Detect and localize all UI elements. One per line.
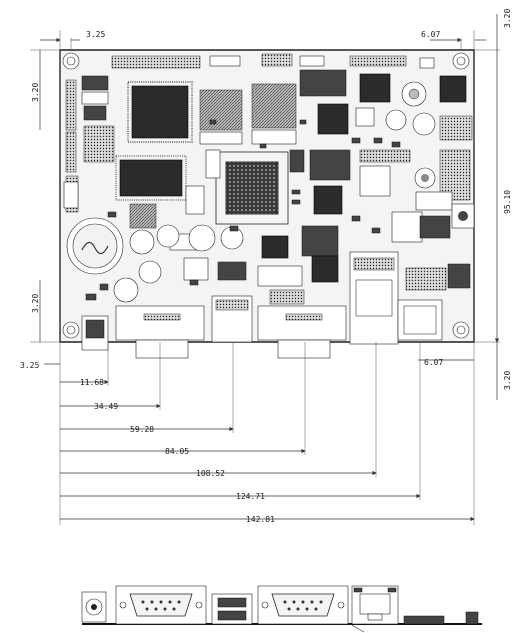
serial-port-2-front (257, 585, 349, 625)
dim-chain-2: 34.49 (94, 402, 118, 411)
dim-left-vertical-top: 3.20 (31, 83, 40, 102)
edge-connectors (81, 251, 443, 359)
side-view (81, 585, 482, 633)
memory-chip-2 (251, 83, 297, 129)
cpu-chip (131, 85, 189, 139)
dim-left-vertical-bottom: 3.20 (31, 294, 40, 313)
memory-chip-1 (199, 89, 243, 131)
dim-right-height: 95.10 (503, 190, 512, 214)
dim-top-right-vertical: 3.20 (503, 9, 512, 28)
serial-port-2-top (257, 305, 347, 341)
dimension-lines (30, 14, 500, 525)
dim-chain-4: 84.05 (165, 447, 189, 456)
dim-bottom-right-vertical: 3.20 (503, 371, 512, 390)
dim-chain-1: 11.68 (80, 378, 104, 387)
card-slot-top (397, 299, 443, 341)
dim-chain-6: 124.71 (236, 492, 265, 501)
serial-port-1-top (115, 305, 205, 341)
card-slot-front (403, 615, 445, 625)
dim-chain-3: 59.28 (130, 425, 154, 434)
dimension-labels: 3.25 6.07 3.20 3.20 3.20 95.10 3.25 6.07… (20, 9, 512, 524)
controller-chip (119, 159, 183, 197)
dim-top-left: 3.25 (86, 30, 105, 39)
dim-bottom-left: 3.25 (20, 361, 39, 370)
components (63, 53, 475, 305)
dim-chain-5: 108.52 (196, 469, 225, 478)
bga-chip (225, 161, 279, 215)
dim-top-right: 6.07 (421, 30, 440, 39)
dim-bottom-right: 6.07 (424, 358, 443, 367)
dim-chain-7: 142.81 (246, 515, 275, 524)
